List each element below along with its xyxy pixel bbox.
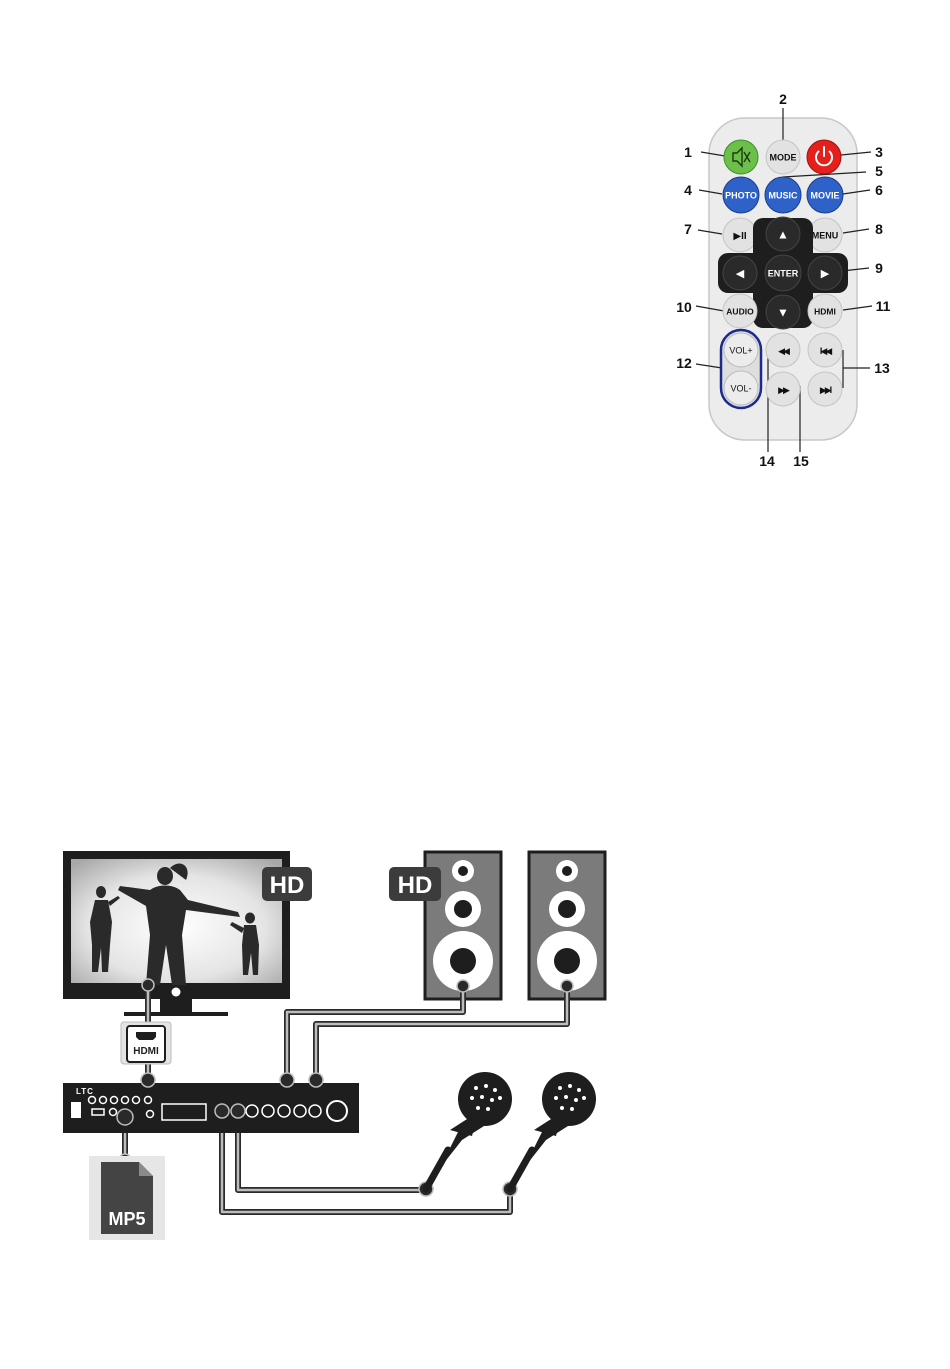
- device-logo: LTC: [76, 1087, 94, 1096]
- speaker-hd-badge-text: HD: [398, 872, 433, 899]
- speaker-hd-badge: HD: [389, 867, 441, 901]
- mp5-file-label: MP5: [108, 1209, 145, 1229]
- karaoke-player: LTC: [63, 1083, 359, 1133]
- tv-hd-badge: HD: [262, 867, 312, 901]
- tv-power-indicator: [172, 988, 181, 997]
- tv-stand-base: [124, 1012, 228, 1016]
- tv-hd-badge-text: HD: [270, 872, 305, 899]
- tv-stand-neck: [160, 999, 192, 1012]
- hdmi-port-icon: [136, 1032, 156, 1040]
- television: HD: [63, 851, 312, 1016]
- microphone-left: [426, 1072, 512, 1189]
- hdmi-connector: HDMI: [121, 1022, 171, 1064]
- right-speaker: [529, 852, 605, 999]
- mp5-file: MP5: [89, 1156, 165, 1240]
- microphone-right: [510, 1072, 596, 1189]
- hdmi-connector-label: HDMI: [133, 1046, 159, 1057]
